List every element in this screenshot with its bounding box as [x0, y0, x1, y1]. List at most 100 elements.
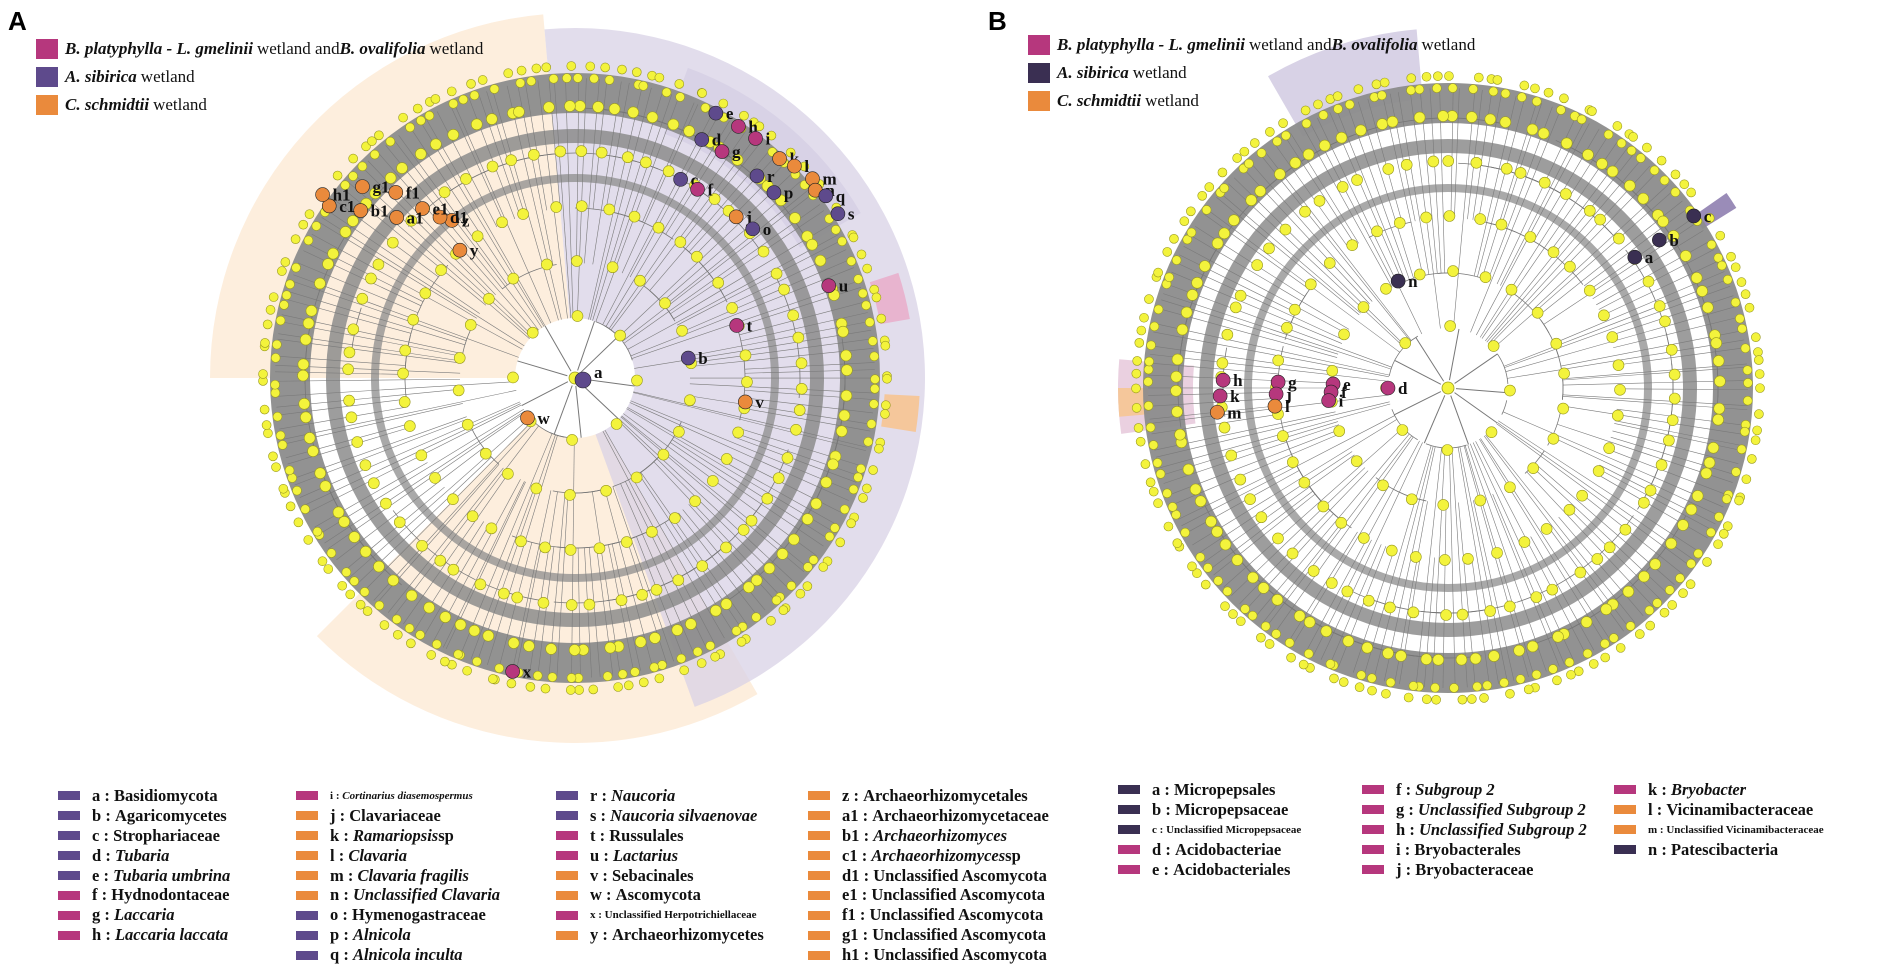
biomarker-label: m: [1227, 403, 1241, 422]
taxa-key-entry: g : Unclassified Subgroup 2: [1362, 800, 1587, 820]
biomarker-label: g1: [372, 178, 389, 197]
tree-node: [265, 305, 276, 315]
tree-node: [497, 587, 510, 600]
tree-node: [771, 595, 782, 606]
tree-node: [710, 651, 720, 662]
tree-node: [281, 290, 292, 301]
taxa-key-entry: e : Acidobacteriales: [1118, 860, 1301, 880]
tree-node: [1256, 148, 1267, 158]
tree-node: [1518, 536, 1531, 548]
tree-node: [1644, 484, 1657, 497]
tree-node: [270, 388, 281, 398]
tree-node: [462, 665, 472, 676]
biomarker-node: [432, 209, 448, 225]
tree-node: [1603, 129, 1614, 140]
tree-node: [369, 187, 382, 200]
tree-node: [1400, 158, 1413, 171]
tree-node: [1742, 365, 1753, 375]
tree-node: [571, 255, 583, 267]
tree-node: [268, 451, 278, 462]
tree-node: [466, 510, 479, 523]
tree-node: [1726, 251, 1736, 262]
tree-node: [1289, 157, 1302, 169]
tree-node: [674, 79, 685, 89]
taxa-color-swatch: [1614, 805, 1636, 815]
tree-node: [1234, 473, 1247, 486]
tree-node: [1247, 571, 1259, 584]
tree-node: [593, 542, 606, 555]
tree-node: [270, 379, 280, 390]
taxa-name: Vicinamibacteraceae: [1666, 799, 1814, 819]
taxa-name: Strophariaceae: [113, 825, 221, 845]
tree-node: [766, 615, 776, 626]
branch-arc: [688, 541, 730, 573]
tree-node: [486, 113, 498, 125]
biomarker-node: [1270, 374, 1286, 390]
taxa-key-letter: x: [590, 909, 596, 922]
root-branch: [1455, 388, 1508, 394]
tree-node: [1155, 469, 1166, 479]
tree-node: [689, 495, 701, 507]
tree-node: [848, 232, 859, 243]
taxa-color-swatch: [808, 851, 830, 861]
tree-node: [374, 130, 384, 141]
tree-node: [795, 588, 806, 599]
tree-node: [1377, 479, 1389, 492]
tree-node: [1251, 259, 1263, 271]
tree-node: [404, 623, 415, 634]
tree-node: [1354, 682, 1365, 693]
tree-node: [385, 136, 396, 147]
tree-node: [1164, 272, 1174, 283]
tree-node: [827, 458, 839, 471]
tree-node: [1341, 585, 1354, 598]
root-branch: [1415, 337, 1445, 382]
tree-node: [662, 165, 675, 178]
tree-node: [1318, 110, 1329, 120]
tree-node: [1736, 277, 1747, 287]
taxa-color-swatch: [1118, 845, 1140, 855]
tree-node: [1143, 376, 1153, 387]
biomarker-node: [1652, 232, 1667, 248]
tree-node: [1626, 145, 1637, 156]
tree-node: [1467, 694, 1477, 704]
taxa-name: Unclassified Ascomycota: [873, 945, 1047, 965]
taxa-key-entry: b : Agaricomycetes: [58, 806, 230, 826]
tree-node: [866, 419, 877, 429]
tree-node: [720, 598, 733, 610]
tree-node: [1596, 158, 1608, 170]
tree-node: [1552, 630, 1564, 643]
tree-node: [781, 452, 794, 464]
tree-node: [271, 462, 281, 472]
tree-node: [1218, 227, 1231, 240]
tree-node: [646, 111, 659, 124]
tree-node: [1514, 167, 1527, 179]
biomarker-node: [452, 242, 468, 258]
tree-node: [565, 685, 576, 695]
taxa-color-swatch: [808, 950, 830, 960]
tree-node: [564, 544, 577, 556]
tree-node: [1335, 131, 1348, 144]
taxa-name: Cortinarius diasemospermus: [342, 789, 473, 802]
panel-b-letter: B: [988, 6, 1007, 36]
tree-node: [348, 171, 358, 181]
tree-node: [707, 475, 719, 487]
biomarker-node: [708, 105, 724, 121]
tree-node: [1635, 153, 1646, 163]
tree-node: [1462, 553, 1474, 565]
tree-node: [448, 98, 459, 109]
taxa-key-entry: c1 : Archaeorhizomyces sp: [808, 846, 1049, 866]
tree-node: [1484, 605, 1496, 617]
tree-node: [1303, 616, 1316, 629]
tree-node: [1413, 111, 1426, 124]
taxa-color-swatch: [808, 811, 830, 821]
tree-node: [657, 660, 667, 670]
tree-node: [602, 671, 613, 682]
branch-arc: [1375, 477, 1427, 502]
group-color-swatch: [1028, 63, 1050, 83]
tree-node: [1442, 155, 1455, 167]
taxa-name: Unclassified Herpotrichiellaceae: [604, 909, 757, 922]
tree-node: [1740, 426, 1750, 437]
tree-node: [1474, 494, 1487, 507]
tree-node: [1547, 246, 1560, 258]
